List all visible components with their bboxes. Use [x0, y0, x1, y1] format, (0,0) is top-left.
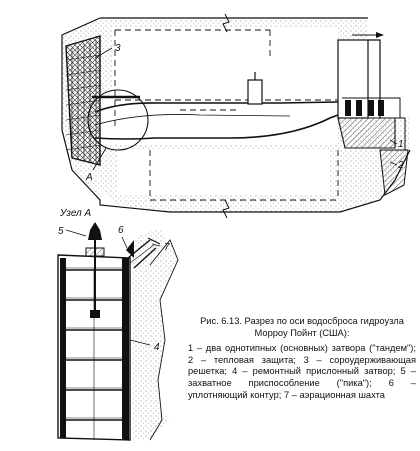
repair-gate — [57, 254, 131, 441]
label-4: 4 — [154, 342, 160, 353]
label-7: 7 — [164, 242, 170, 253]
legend-item-6: 6 – уплотняющий контур; — [188, 377, 416, 400]
legend-item-4: 4 – ремонтный прислонный затвор; — [232, 366, 396, 377]
node-a-detail — [57, 222, 179, 441]
trash-rack — [65, 35, 101, 166]
legend-item-5: 5 – захватное приспособление ("пика"); — [188, 366, 416, 388]
break-mark — [222, 13, 230, 33]
conduit-upper-wall — [94, 101, 339, 113]
dashed-line — [114, 29, 338, 130]
caption-title: Рис. 6.13. Разрез по оси водосброса гидр… — [200, 316, 404, 338]
node-a-title: Узел А — [60, 208, 92, 219]
label-5: 5 — [58, 226, 64, 237]
legend-item-3: 3 – сороудерживающая решетка; — [188, 354, 416, 377]
label-3: 3 — [115, 43, 121, 54]
caption-legend: 1 – два однотипных (основных) затвора ("… — [188, 343, 416, 401]
node-a-leader — [92, 147, 107, 171]
label-a: А — [85, 172, 93, 183]
legend-item-1: 1 – два однотипных (основных) затвора ("… — [188, 343, 416, 354]
gate-chamber — [337, 39, 406, 150]
label-2: 2 — [397, 160, 404, 171]
figure-caption: Рис. 6.13. Разрез по оси водосброса гидр… — [188, 316, 416, 401]
legend-item-7: 7 – аэрационная шахта — [283, 389, 385, 400]
seal-contour — [126, 240, 134, 258]
conduit-lower-wall — [94, 114, 339, 140]
lifting-hook — [88, 222, 102, 240]
aeration-shaft-mass — [132, 228, 170, 440]
label-6: 6 — [118, 225, 124, 236]
legend-item-2: 2 – тепловая защита; — [188, 354, 296, 365]
node-a-circle — [87, 89, 149, 151]
thermal-protection — [379, 149, 409, 196]
main-section — [61, 13, 411, 219]
hoist-block — [247, 79, 263, 105]
label-1: 1 — [398, 139, 404, 150]
